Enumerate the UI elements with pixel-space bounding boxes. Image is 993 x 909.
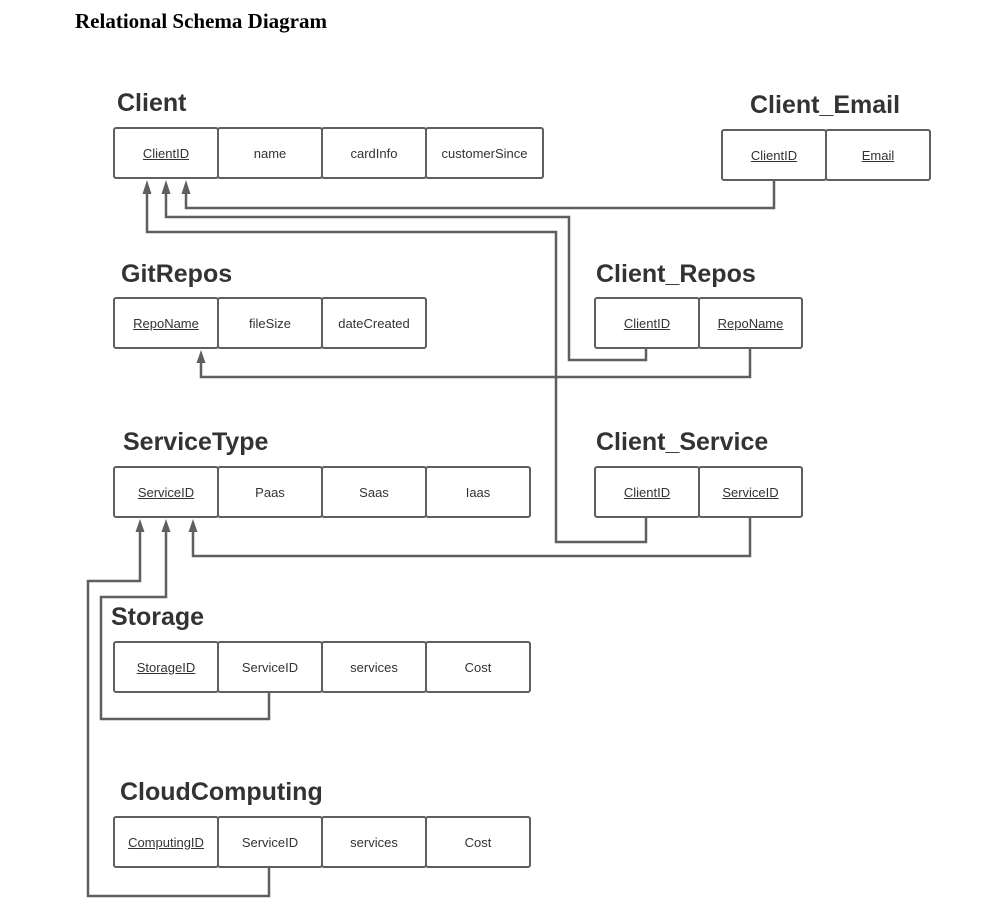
table-title-servicetype: ServiceType xyxy=(123,428,269,456)
client-name-cell: name xyxy=(217,127,323,179)
gitrepos-datecreated-cell: dateCreated xyxy=(321,297,427,349)
table-title-gitrepos: GitRepos xyxy=(121,260,233,288)
gitrepos-filesize-cell: fileSize xyxy=(217,297,323,349)
cloudcomputing-services-cell: services xyxy=(321,816,427,868)
table-title-client-service: Client_Service xyxy=(596,428,769,456)
client-repos-reponame-cell: RepoName xyxy=(698,297,803,349)
fk-repos-client-line xyxy=(164,194,648,362)
fk-cloud-servicetype-line xyxy=(86,532,271,898)
client-customersince-cell: customerSince xyxy=(425,127,544,179)
fk-repos-client-arrowhead xyxy=(161,180,171,194)
fk-repos-gitrepos-arrowhead xyxy=(196,350,206,363)
client-email-email-cell: Email xyxy=(825,129,931,181)
fk-storage-servicetype-line xyxy=(99,532,271,721)
table-title-cloudcomputing: CloudComputing xyxy=(120,778,323,806)
table-title-client-repos: Client_Repos xyxy=(596,260,756,288)
client-clientid-cell: ClientID xyxy=(113,127,219,179)
storage-serviceid-cell: ServiceID xyxy=(217,641,323,693)
fk-email-client-arrowhead xyxy=(181,180,191,194)
client-service-serviceid-cell: ServiceID xyxy=(698,466,803,518)
gitrepos-reponame-cell: RepoName xyxy=(113,297,219,349)
fk-repos-gitrepos-line xyxy=(199,349,752,379)
client-service-clientid-cell: ClientID xyxy=(594,466,700,518)
fk-service-servicetype-line xyxy=(191,518,752,558)
servicetype-iaas-cell: Iaas xyxy=(425,466,531,518)
cloudcomputing-serviceid-cell: ServiceID xyxy=(217,816,323,868)
cloudcomputing-computingid-cell: ComputingID xyxy=(113,816,219,868)
fk-email-client-line xyxy=(184,181,776,210)
page-title: Relational Schema Diagram xyxy=(75,9,327,33)
table-title-storage: Storage xyxy=(111,603,205,631)
fk-service-servicetype-arrowhead xyxy=(188,519,198,532)
table-title-client-email: Client_Email xyxy=(750,91,901,119)
cloudcomputing-cost-cell: Cost xyxy=(425,816,531,868)
fk-service-client-line xyxy=(145,194,648,544)
table-title-client: Client xyxy=(117,89,187,117)
storage-services-cell: services xyxy=(321,641,427,693)
fk-cloud-servicetype-arrowhead xyxy=(135,519,145,532)
fk-storage-servicetype-arrowhead xyxy=(161,519,171,532)
servicetype-saas-cell: Saas xyxy=(321,466,427,518)
fk-service-client-arrowhead xyxy=(142,180,152,194)
storage-cost-cell: Cost xyxy=(425,641,531,693)
storage-storageid-cell: StorageID xyxy=(113,641,219,693)
